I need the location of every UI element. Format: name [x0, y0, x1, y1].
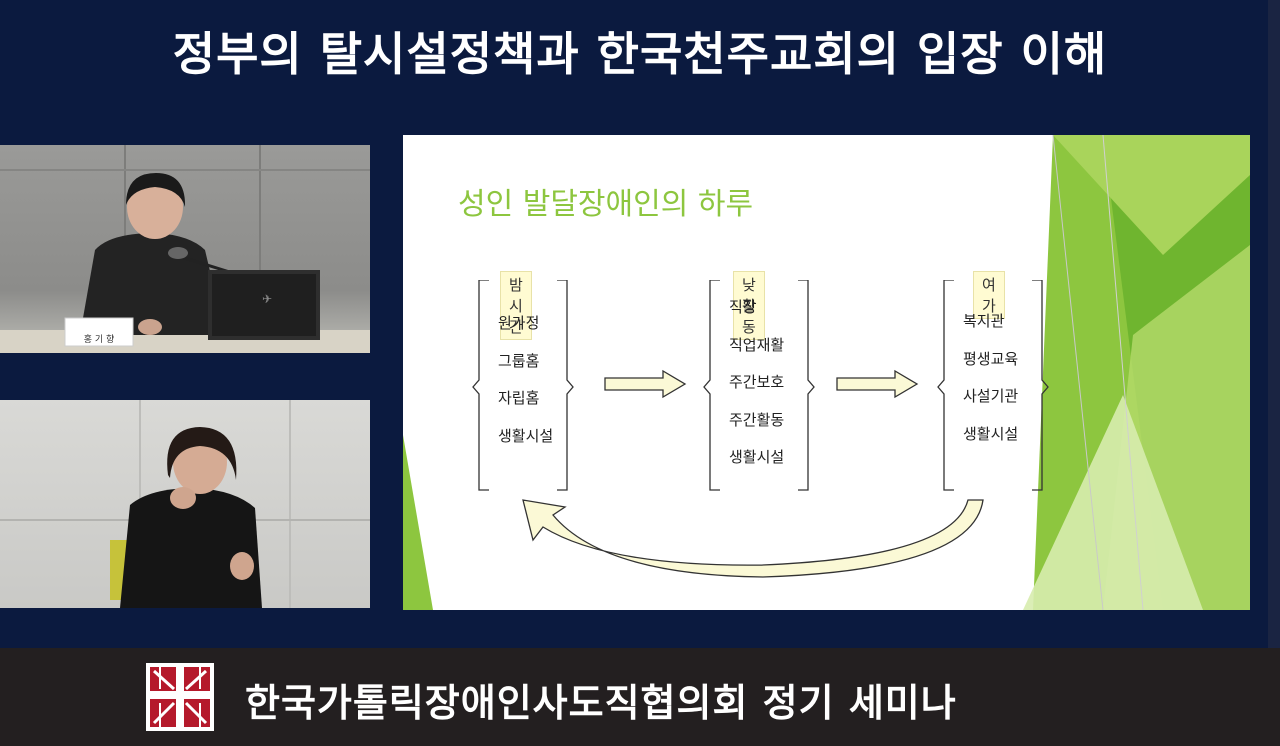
sign-language-video — [0, 400, 370, 608]
arrow-right-icon — [836, 369, 919, 399]
slide-background-shapes — [403, 135, 1250, 610]
speaker-nameplate: 홍 기 향 — [83, 335, 115, 345]
list-item: 복지관 — [963, 312, 1005, 330]
interpreter-figure — [120, 427, 262, 608]
group-heading: 여가 — [973, 271, 1005, 319]
list-item: 평생교육 — [963, 349, 1019, 368]
list-item: 그룹홈 — [498, 351, 540, 370]
footer-title: 한국가톨릭장애인사도직협의회 정기 세미나 — [245, 681, 957, 725]
arrow-right-icon — [604, 369, 687, 399]
presentation-slide: 성인 발달장애인의 하루 밤시간 원가정 그룹홈 자립홈 생활시설 낮활동 직장… — [403, 135, 1250, 610]
window-edge — [1268, 0, 1280, 648]
brace — [937, 280, 1049, 491]
group-items: 원가정 그룹홈 자립홈 생활시설 — [498, 305, 578, 455]
list-item: 주간활동 — [729, 410, 785, 429]
list-item: 자립홈 — [498, 389, 540, 407]
list-item: 원가정 — [498, 314, 540, 332]
organization-logo — [146, 663, 214, 731]
list-item: 직장 — [729, 298, 757, 316]
cross-logo-icon — [150, 667, 210, 727]
list-item: 직업재활 — [729, 335, 785, 354]
brace — [703, 280, 815, 491]
group-items: 직장 직업재활 주간보호 주간활동 생활시설 — [729, 289, 819, 477]
brace — [472, 280, 574, 491]
slide-title: 성인 발달장애인의 하루 — [458, 187, 754, 222]
svg-text:✈: ✈ — [262, 292, 272, 306]
list-item: 주간보호 — [729, 373, 785, 391]
speaker-video: ✈ 홍 기 향 — [0, 145, 370, 353]
list-item: 생활시설 — [963, 424, 1019, 443]
list-item: 생활시설 — [498, 426, 554, 445]
group-heading: 낮활동 — [733, 271, 765, 340]
page-title: 정부의 탈시설정책과 한국천주교회의 입장 이해 — [172, 27, 1108, 81]
group-items: 복지관 평생교육 사설기관 생활시설 — [963, 303, 1053, 453]
list-item: 생활시설 — [729, 448, 785, 466]
group-heading: 밤시간 — [500, 271, 532, 340]
list-item: 사설기관 — [963, 387, 1019, 405]
speaker-figure: ✈ — [64, 173, 320, 347]
curved-return-arrow-icon — [522, 499, 984, 578]
